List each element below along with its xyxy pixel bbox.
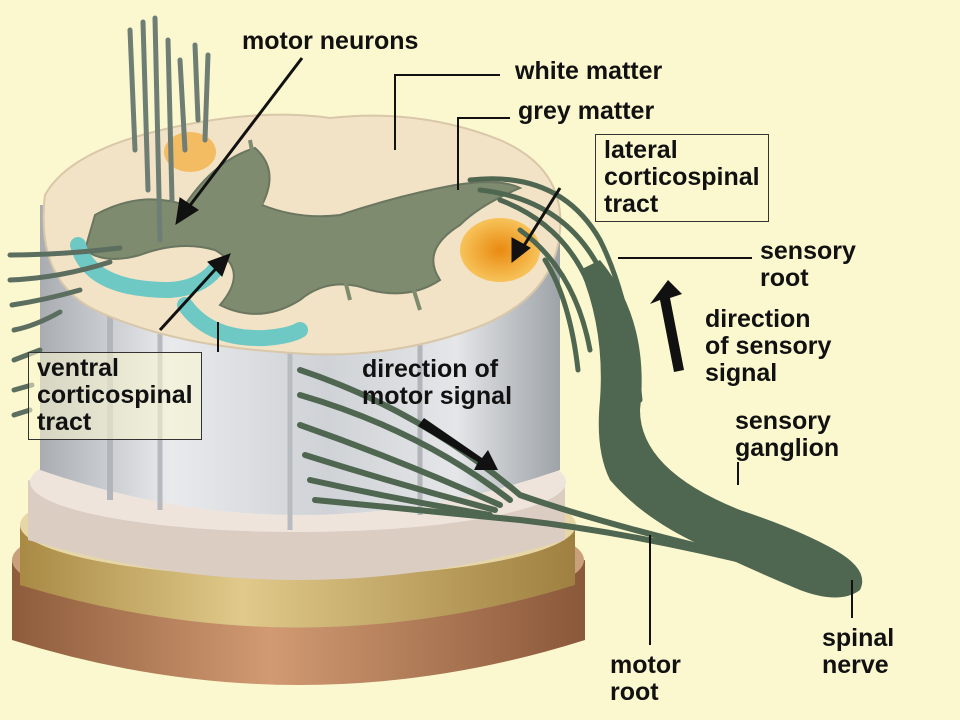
direction-arrows bbox=[418, 280, 684, 470]
label-white-matter: white matter bbox=[515, 57, 663, 85]
label-spinal-nerve: spinal nerve bbox=[822, 624, 895, 679]
motor-direction-arrow bbox=[418, 418, 498, 470]
sensory-root-trunk bbox=[580, 260, 863, 598]
lateral-corticospinal-tract-area bbox=[460, 218, 540, 282]
label-grey-matter: grey matter bbox=[518, 97, 655, 125]
left-rootlets bbox=[7, 245, 123, 418]
dorsal-tract-highlight bbox=[164, 132, 216, 172]
label-direction-of-motor-signal: direction of motor signal bbox=[362, 355, 513, 410]
label-lateral-corticospinal-tract: lateral corticospinal tract bbox=[595, 134, 769, 222]
label-sensory-root: sensory root bbox=[760, 237, 856, 292]
motor-neuron-fibers bbox=[127, 15, 211, 243]
label-motor-neurons: motor neurons bbox=[242, 27, 419, 55]
grey-matter-region bbox=[83, 146, 523, 315]
ventral-corticospinal-tract-area bbox=[70, 237, 308, 347]
motor-root-fibers bbox=[297, 367, 803, 578]
grey-matter-processes bbox=[248, 139, 422, 311]
pointer-lines bbox=[158, 57, 853, 645]
sensory-direction-arrow bbox=[650, 280, 684, 372]
label-sensory-ganglion: sensory ganglion bbox=[735, 407, 840, 462]
label-ventral-corticospinal-tract: ventral corticospinal tract bbox=[28, 352, 202, 440]
label-direction-of-sensory-signal: direction of sensory signal bbox=[705, 305, 832, 387]
label-motor-root: motor root bbox=[610, 651, 681, 706]
